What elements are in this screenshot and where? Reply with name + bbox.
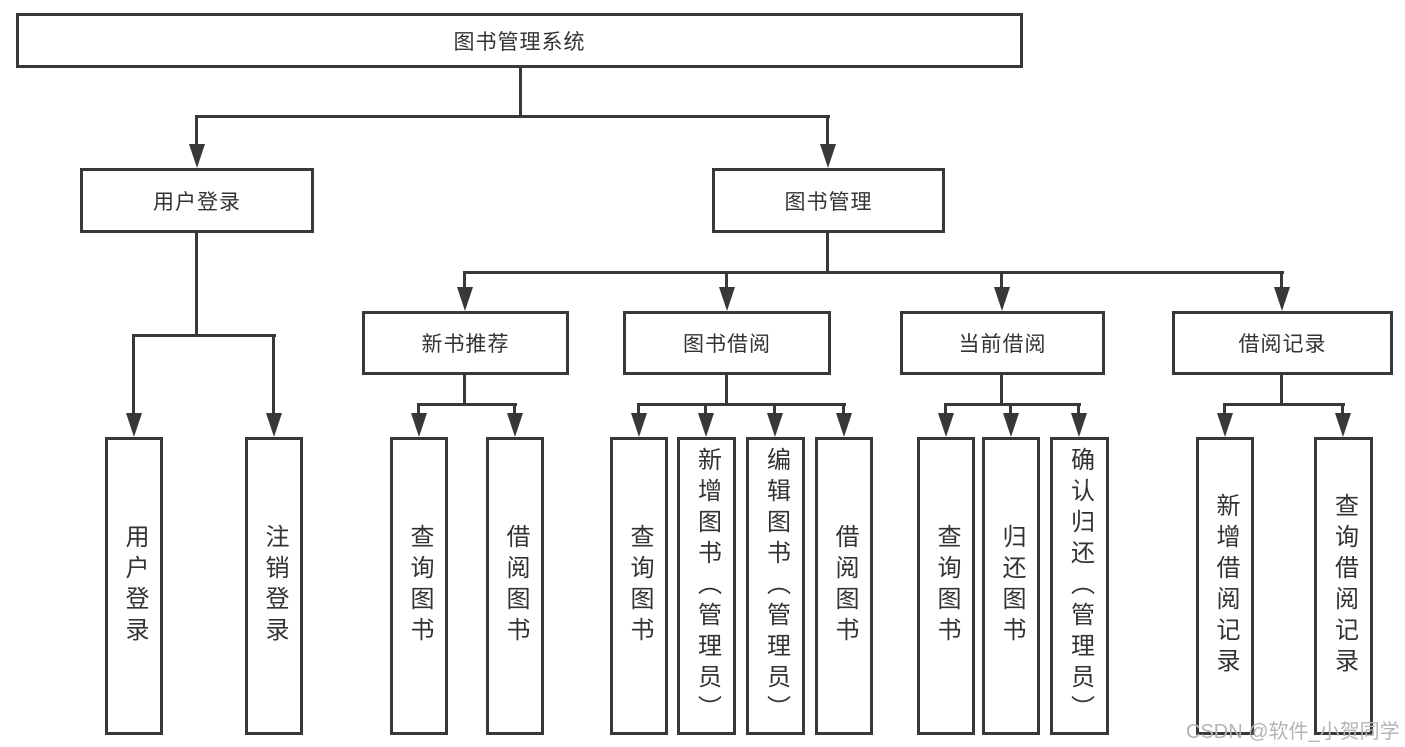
connector-line: [637, 403, 846, 406]
csdn-watermark: CSDN @软件_小贺同学: [1186, 721, 1400, 743]
connector-line: [195, 117, 198, 145]
connector-line: [637, 405, 640, 415]
connector-line: [513, 405, 516, 415]
leaf-query-borrow-record: 查询借阅记录: [1314, 437, 1373, 735]
connector-line: [725, 273, 728, 289]
arrow-down-icon: [767, 413, 783, 437]
connector-line: [1077, 405, 1080, 415]
arrow-down-icon: [1071, 413, 1087, 437]
leaf-return-books: 归还图书: [982, 437, 1040, 735]
connector-line: [826, 117, 829, 145]
arrow-down-icon: [266, 413, 282, 437]
leaf-confirm-return-admin: 确认归还（管理员）: [1050, 437, 1109, 735]
connector-line: [417, 403, 517, 406]
node-current-borrowing: 当前借阅: [900, 311, 1105, 375]
leaf-user-login: 用户登录: [105, 437, 163, 735]
node-library-system: 图书管理系统: [16, 13, 1023, 68]
arrow-down-icon: [457, 287, 473, 311]
connector-line: [1223, 403, 1345, 406]
arrow-down-icon: [1217, 413, 1233, 437]
arrow-down-icon: [938, 413, 954, 437]
arrow-down-icon: [126, 413, 142, 437]
arrow-down-icon: [1274, 287, 1290, 311]
connector-line: [132, 334, 276, 337]
connector-line: [195, 115, 830, 118]
connector-line: [463, 375, 466, 405]
connector-line: [725, 375, 728, 405]
connector-line: [1280, 375, 1283, 405]
leaf-edit-books-admin: 编辑图书（管理员）: [746, 437, 805, 735]
connector-line: [842, 405, 845, 415]
leaf-add-borrow-record: 新增借阅记录: [1196, 437, 1254, 735]
leaf-borrow-books-recommend: 借阅图书: [486, 437, 544, 735]
connector-line: [1000, 273, 1003, 289]
connector-line: [944, 403, 1081, 406]
node-borrowing-records: 借阅记录: [1172, 311, 1393, 375]
leaf-query-books-borrow: 查询图书: [610, 437, 668, 735]
leaf-add-books-admin: 新增图书（管理员）: [677, 437, 736, 735]
connector-line: [826, 233, 829, 273]
connector-line: [944, 405, 947, 415]
arrow-down-icon: [631, 413, 647, 437]
connector-line: [463, 273, 466, 289]
connector-line: [417, 405, 420, 415]
arrow-down-icon: [719, 287, 735, 311]
arrow-down-icon: [820, 144, 836, 168]
connector-line: [1000, 375, 1003, 405]
connector-line: [463, 271, 1284, 274]
arrow-down-icon: [507, 413, 523, 437]
node-book-management: 图书管理: [712, 168, 945, 233]
leaf-logout: 注销登录: [245, 437, 303, 735]
connector-line: [1223, 405, 1226, 415]
connector-line: [272, 336, 275, 414]
connector-line: [132, 336, 135, 414]
connector-line: [704, 405, 707, 415]
leaf-query-books-recommend: 查询图书: [390, 437, 448, 735]
connector-line: [195, 233, 198, 336]
leaf-borrow-books: 借阅图书: [815, 437, 873, 735]
arrow-down-icon: [698, 413, 714, 437]
connector-line: [1341, 405, 1344, 415]
node-book-borrowing: 图书借阅: [623, 311, 831, 375]
connector-line: [1009, 405, 1012, 415]
connector-line: [1280, 273, 1283, 289]
leaf-query-books-current: 查询图书: [917, 437, 975, 735]
node-user-login: 用户登录: [80, 168, 314, 233]
arrow-down-icon: [1003, 413, 1019, 437]
arrow-down-icon: [994, 287, 1010, 311]
arrow-down-icon: [836, 413, 852, 437]
arrow-down-icon: [411, 413, 427, 437]
node-new-book-recommend: 新书推荐: [362, 311, 569, 375]
connector-line: [773, 405, 776, 415]
connector-line: [519, 68, 522, 117]
arrow-down-icon: [1335, 413, 1351, 437]
arrow-down-icon: [189, 144, 205, 168]
